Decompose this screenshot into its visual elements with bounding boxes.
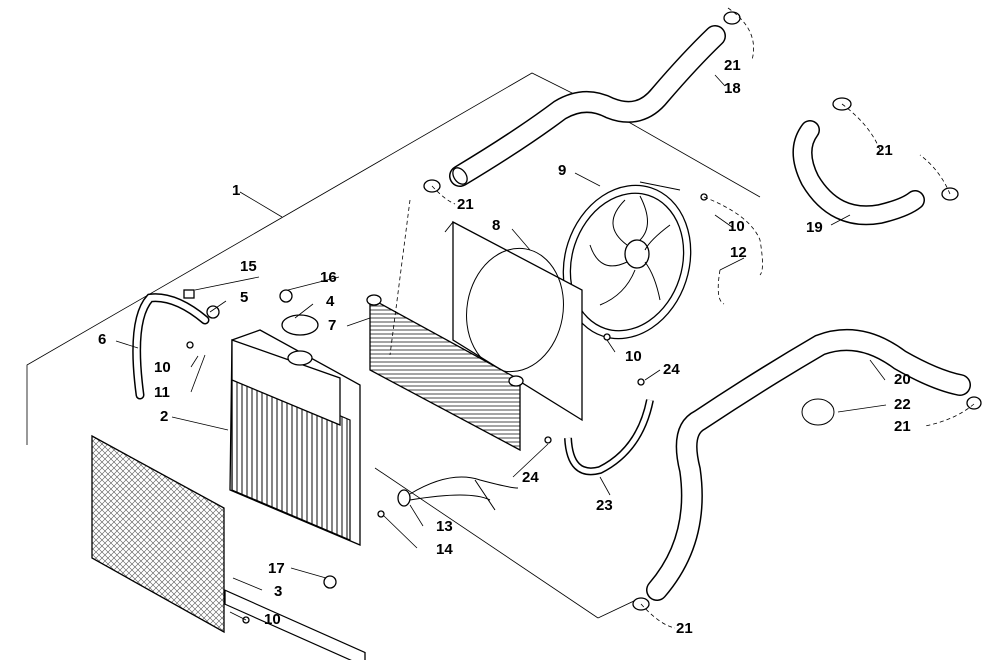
- callout-13: 13: [436, 518, 453, 535]
- upper-hose: [449, 25, 726, 187]
- leader-lines: [115, 74, 887, 621]
- callout-4: 4: [326, 293, 335, 310]
- radiator-screen: [91, 434, 225, 634]
- callout-19: 19: [806, 219, 823, 236]
- callout-22: 22: [894, 396, 911, 413]
- callout-2: 2: [160, 408, 168, 425]
- callout-1: 1: [232, 182, 240, 199]
- clamp-ring: [801, 398, 835, 426]
- callout-18: 18: [724, 80, 741, 97]
- callout-16: 16: [320, 269, 337, 286]
- cooling-fan: [562, 181, 692, 340]
- fasteners: [183, 193, 708, 624]
- callout-7: 7: [328, 317, 336, 334]
- temperature-switch: [397, 476, 519, 511]
- callout-21-upper: 21: [724, 57, 741, 74]
- callout-21-shorthose: 21: [876, 142, 893, 159]
- callout-6: 6: [98, 331, 106, 348]
- condenser: [366, 294, 524, 452]
- overflow-tube: [132, 293, 210, 400]
- callout-15: 15: [240, 258, 257, 275]
- radiator-cap: [281, 314, 319, 336]
- callout-10-shroud: 10: [625, 348, 642, 365]
- radiator: [224, 329, 366, 665]
- callout-10-screen: 10: [264, 611, 281, 628]
- callout-11: 11: [154, 384, 170, 401]
- callout-12: 12: [730, 244, 747, 261]
- small-hose: [564, 399, 654, 476]
- callout-23: 23: [596, 497, 613, 514]
- callout-21-shroud: 21: [457, 196, 474, 213]
- callout-9: 9: [558, 162, 566, 179]
- callout-10-fan: 10: [728, 218, 745, 235]
- callout-14: 14: [436, 541, 453, 558]
- callout-5: 5: [240, 289, 248, 306]
- callout-10-left: 10: [154, 359, 171, 376]
- callout-3: 3: [274, 583, 282, 600]
- callout-20: 20: [894, 371, 911, 388]
- lower-hose: [632, 329, 982, 611]
- dashed-leaders: [389, 7, 975, 629]
- callout-17: 17: [268, 560, 285, 577]
- callout-24-right: 24: [663, 361, 680, 378]
- callout-8: 8: [492, 217, 500, 234]
- callout-21-lower: 21: [676, 620, 693, 637]
- callout-24-left: 24: [522, 469, 539, 486]
- callout-21-lowerright: 21: [894, 418, 911, 435]
